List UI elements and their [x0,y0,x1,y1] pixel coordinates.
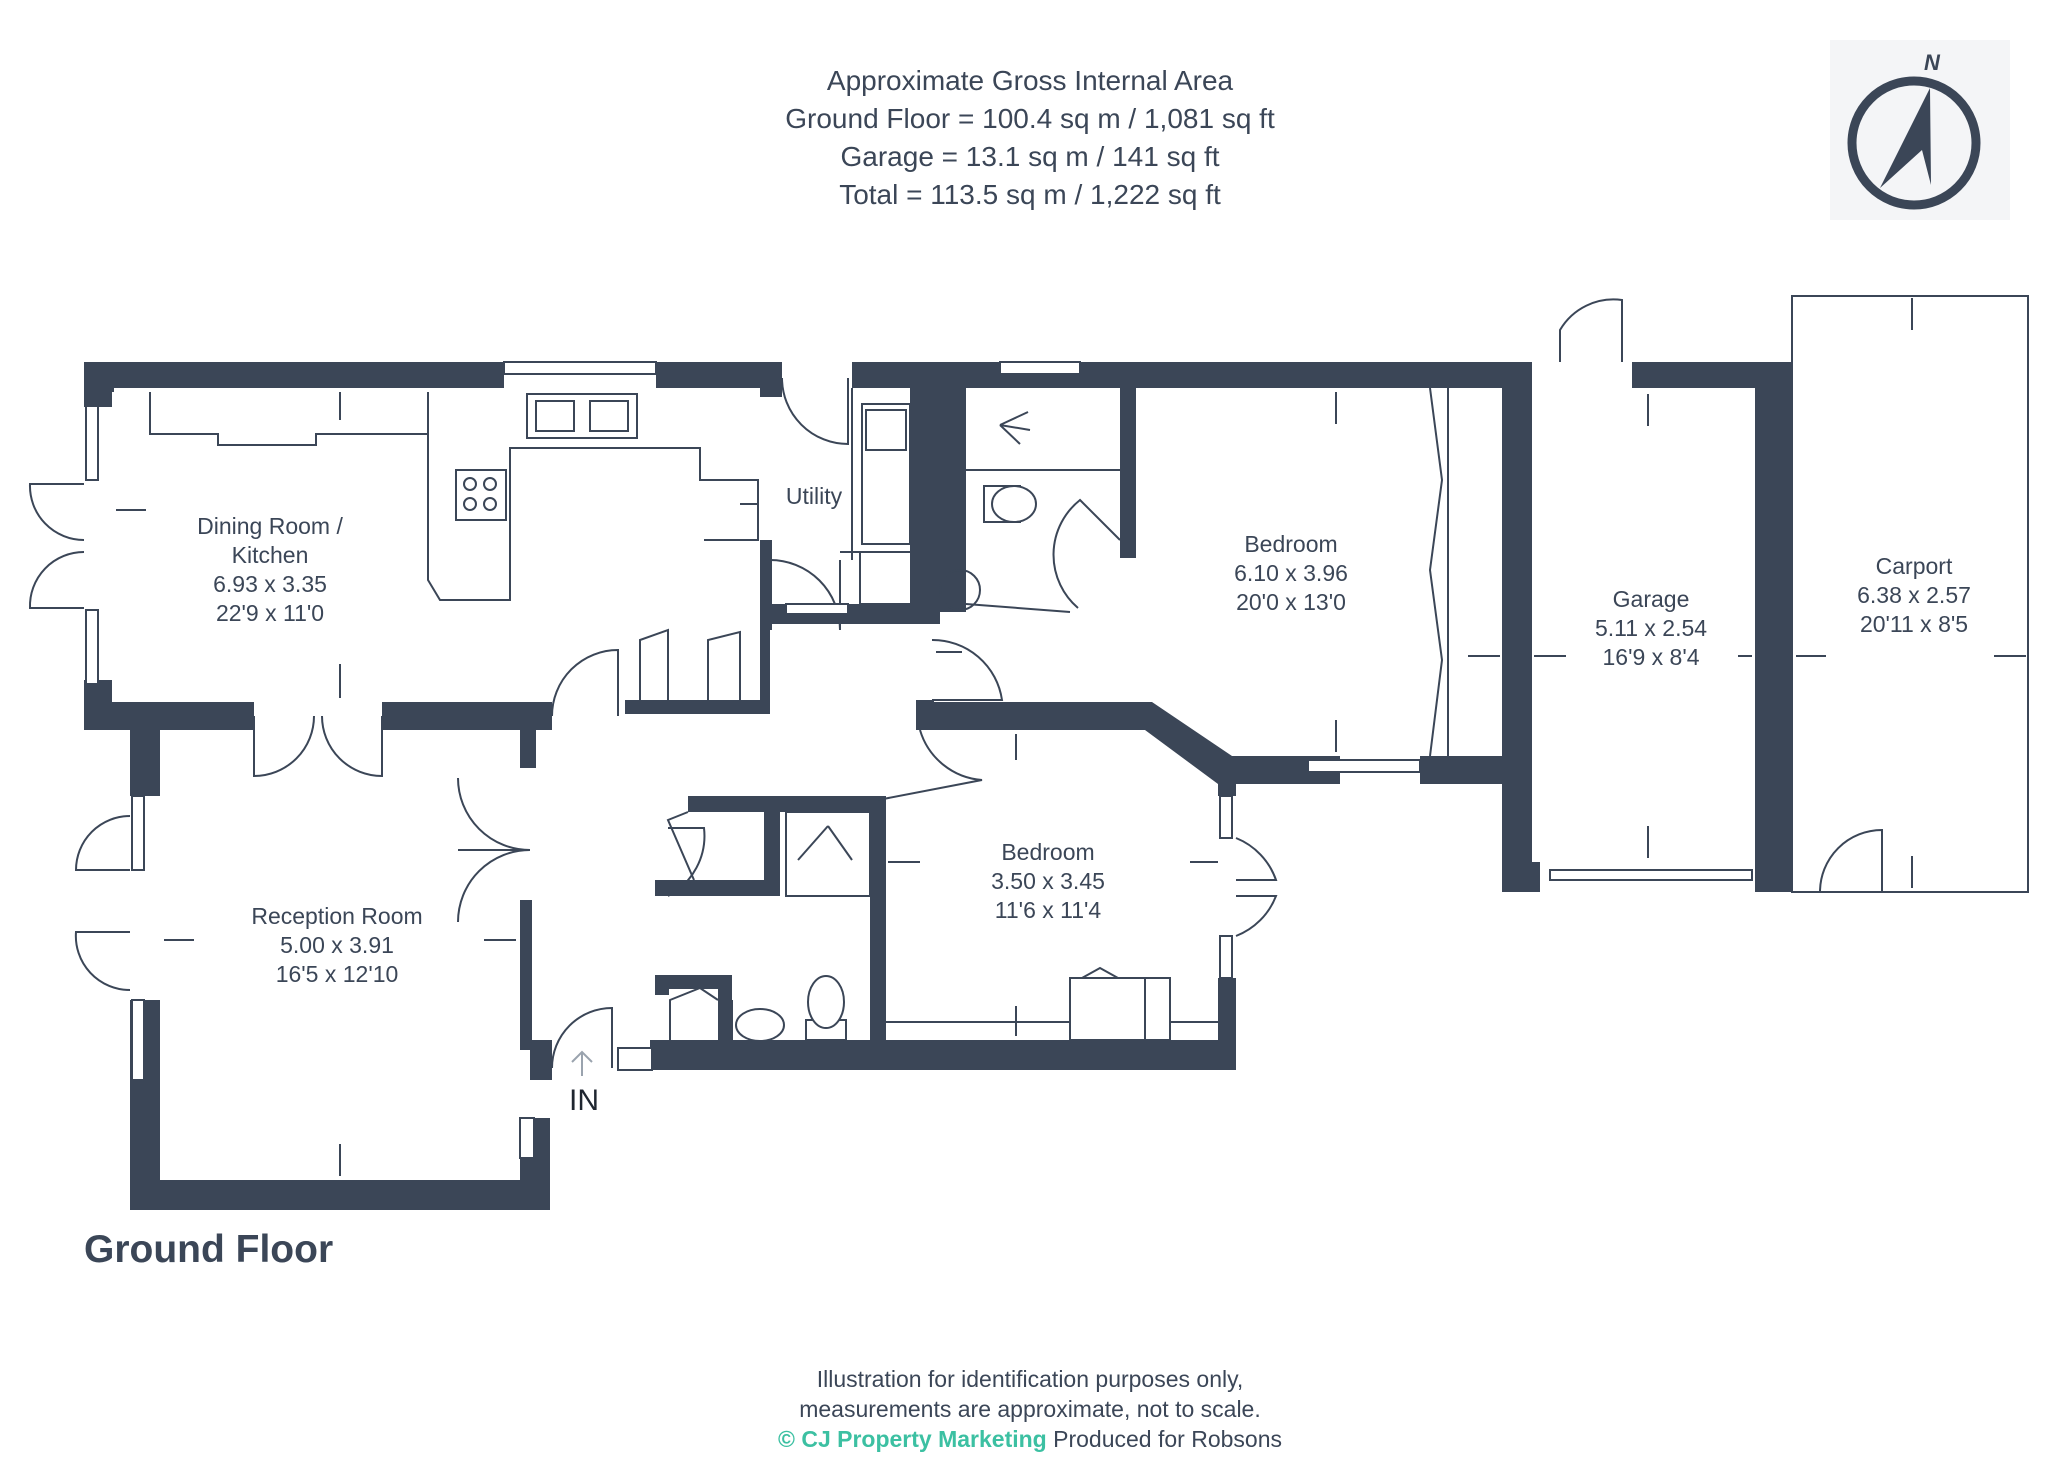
dining-name-1: Dining Room / [197,513,343,539]
garage-metric: 5.11 x 2.54 [1595,615,1707,641]
north-arrow-icon: N [1830,40,2010,220]
bedroom1-metric: 6.10 x 3.96 [1234,560,1348,586]
area-garage: Garage = 13.1 sq m / 141 sq ft [840,141,1220,172]
carport-name: Carport [1876,553,1953,579]
produced-for: Produced for Robsons [1053,1426,1282,1452]
area-ground-floor: Ground Floor = 100.4 sq m / 1,081 sq ft [785,103,1275,134]
floor-title: Ground Floor [84,1228,334,1271]
footer-disclaimer-2: measurements are approximate, not to sca… [799,1396,1261,1422]
bedroom1-name: Bedroom [1244,531,1337,557]
carport-imperial: 20'11 x 8'5 [1860,611,1968,637]
garage-imperial: 16'9 x 8'4 [1602,644,1699,670]
reception-imperial: 16'5 x 12'10 [276,961,399,987]
footer-credit: © CJ Property Marketing Produced for Rob… [640,1424,1420,1454]
area-total: Total = 113.5 sq m / 1,222 sq ft [839,179,1221,210]
utility-name: Utility [786,483,843,509]
bedroom2-metric: 3.50 x 3.45 [991,868,1105,894]
dining-imperial: 22'9 x 11'0 [216,600,324,626]
reception-name: Reception Room [251,903,422,929]
compass-label: N [1924,50,1941,75]
reception-metric: 5.00 x 3.91 [280,932,394,958]
footer-disclaimer-1: Illustration for identification purposes… [816,1366,1244,1392]
dining-name-2: Kitchen [232,542,309,568]
area-summary: Approximate Gross Internal Area Ground F… [680,62,1380,214]
walls [84,362,1792,1210]
bedroom2-imperial: 11'6 x 11'4 [995,897,1102,923]
garage-name: Garage [1613,586,1690,612]
footer: Illustration for identification purposes… [640,1364,1420,1454]
dining-metric: 6.93 x 3.35 [213,571,327,597]
bedroom1-imperial: 20'0 x 13'0 [1236,589,1346,615]
brand-credit: © CJ Property Marketing [778,1426,1047,1452]
area-title: Approximate Gross Internal Area [826,65,1234,96]
entrance-arrow-icon [571,1050,593,1076]
fixtures [28,295,2029,1159]
entrance-label: IN [569,1084,599,1117]
dimension-arrows [116,298,2026,1176]
carport-metric: 6.38 x 2.57 [1857,582,1971,608]
bedroom2-name: Bedroom [1001,839,1094,865]
